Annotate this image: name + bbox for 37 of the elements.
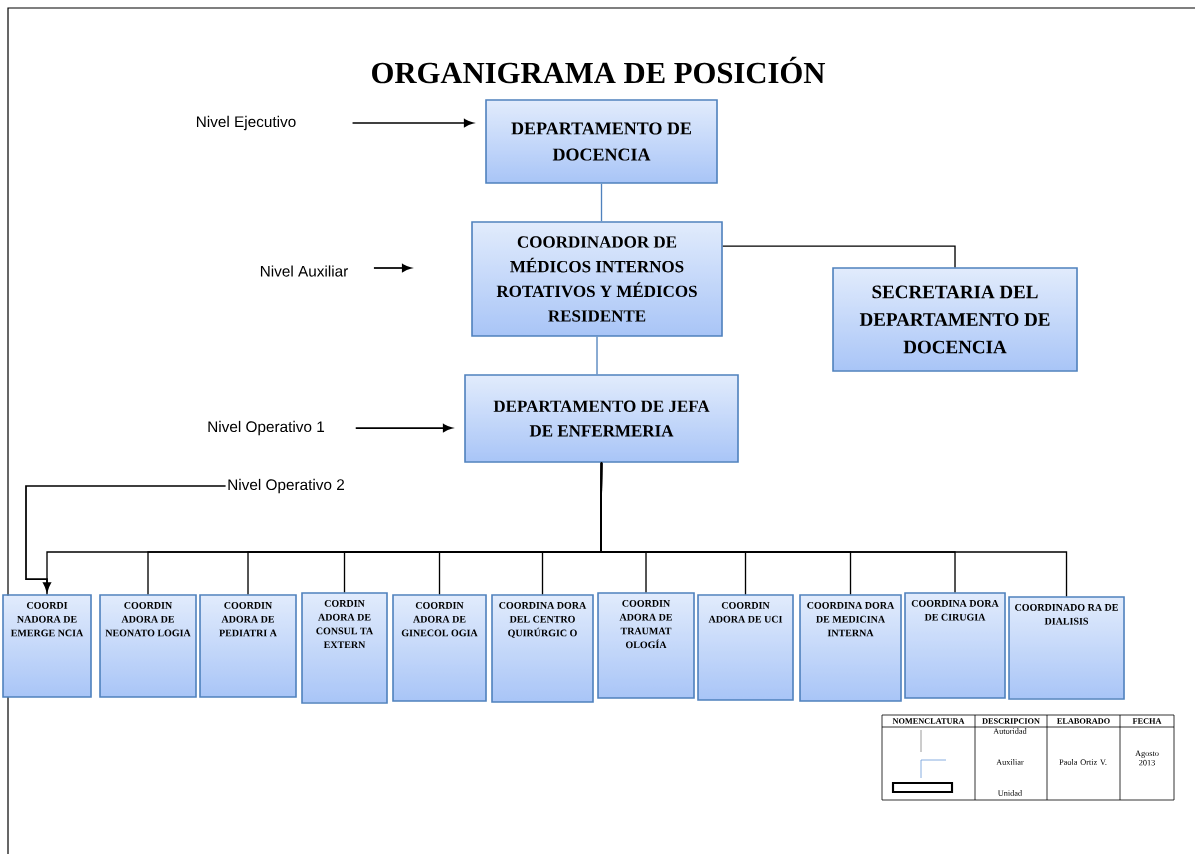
connector-line xyxy=(722,245,956,268)
table-header: DESCRIPCION xyxy=(982,718,1040,724)
position-box: COORDINA DORA DEL CENTRO QUIRÚRGIC O xyxy=(491,594,594,703)
arrow xyxy=(373,264,412,272)
table-cell-text: Auxiliar xyxy=(996,759,1024,765)
position-box: COORDIN ADORA DE NEONATO LOGIA xyxy=(99,594,197,698)
position-box: COORDINADOR DE MÉDICOS INTERNOS ROTATIVOS Y MÉDICOS RESIDENTE xyxy=(471,221,723,337)
position-box: SECRETARIA DEL DEPARTAMENTO DE DOCENCIA xyxy=(832,267,1078,372)
arrow xyxy=(25,485,227,592)
position-box: DEPARTAMENTO DE JEFA DE ENFERMERIA xyxy=(464,374,739,463)
connector-line xyxy=(600,462,1068,597)
table-header: ELABORADO xyxy=(1057,718,1110,724)
level-label: Nivel Auxiliar xyxy=(260,265,348,277)
connector-line xyxy=(596,336,598,375)
arrow xyxy=(354,424,453,432)
position-box: COORDIN ADORA DE TRAUMAT OLOGÍA xyxy=(597,592,695,699)
table-cell-text: Paola Ortiz V. xyxy=(1059,759,1107,765)
position-box: DEPARTAMENTO DE DOCENCIA xyxy=(485,99,718,184)
table-header: FECHA xyxy=(1132,718,1162,724)
table-cell-text: Autoridad xyxy=(993,728,1027,734)
table-header: NOMENCLATURA xyxy=(892,718,965,724)
position-box: CORDIN ADORA DE CONSUL TA EXTERN xyxy=(301,592,388,704)
table-cell-text: Agosto 2013 xyxy=(1135,750,1159,766)
position-box: COORDINADO RA DE DIALISIS xyxy=(1008,596,1125,700)
arrow xyxy=(351,119,474,127)
level-label: Nivel Operativo 1 xyxy=(208,420,325,436)
table-cell-text: Unidad xyxy=(997,790,1022,796)
title: ORGANIGRAMA DE POSICIÓN xyxy=(372,56,826,84)
position-box: COORDIN ADORA DE GINECOL OGIA xyxy=(392,594,487,702)
position-box: COORDINA DORA DE CIRUGIA xyxy=(904,592,1006,699)
connector-line xyxy=(600,183,603,222)
position-box: COORDI NADORA DE EMERGE NCIA xyxy=(2,594,92,698)
position-box: COORDIN ADORA DE UCI xyxy=(697,594,794,701)
position-box: COORDINA DORA DE MEDICINA INTERNA xyxy=(799,594,902,702)
position-box: COORDIN ADORA DE PEDIATRI A xyxy=(199,594,297,698)
level-label: Nivel Operativo 2 xyxy=(228,478,344,494)
level-label: Nivel Ejecutivo xyxy=(197,115,296,131)
